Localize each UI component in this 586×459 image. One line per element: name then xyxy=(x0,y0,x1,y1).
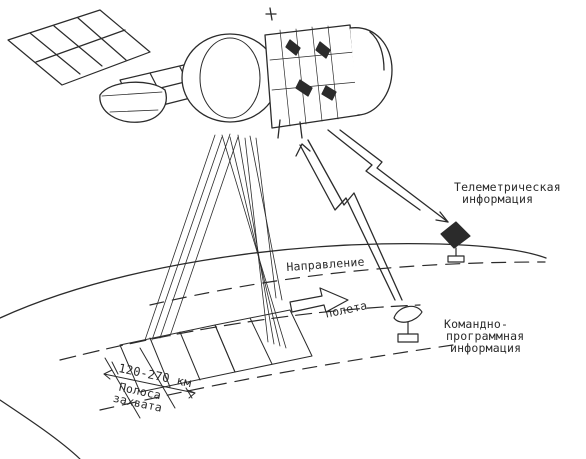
command-label: Командно- программная информация xyxy=(444,318,524,354)
telemetry-label-line-1: Телеметрическая xyxy=(454,180,561,194)
command-link xyxy=(295,139,403,301)
telemetry-link xyxy=(327,129,449,223)
telemetry-label: Телеметрическая информация xyxy=(454,181,561,205)
ground-track-centerline xyxy=(59,304,421,361)
command-label-line-3: информация xyxy=(450,341,522,355)
command-ground-station xyxy=(393,305,423,343)
earth-curve-lower xyxy=(0,399,81,459)
ground-track-far-edge xyxy=(149,261,546,306)
swath-width-indicator xyxy=(103,347,196,419)
flight-direction-arrow xyxy=(289,287,349,313)
ground-track-near-edge xyxy=(99,343,461,411)
command-label-line-1: Командно- xyxy=(444,317,509,331)
telemetry-ground-station xyxy=(440,221,471,263)
telemetry-label-line-2: информация xyxy=(462,192,534,206)
command-label-line-2: программная xyxy=(446,329,525,343)
satellite-body xyxy=(99,7,393,139)
scanner-beams xyxy=(144,133,287,349)
earth-horizon xyxy=(0,243,547,319)
